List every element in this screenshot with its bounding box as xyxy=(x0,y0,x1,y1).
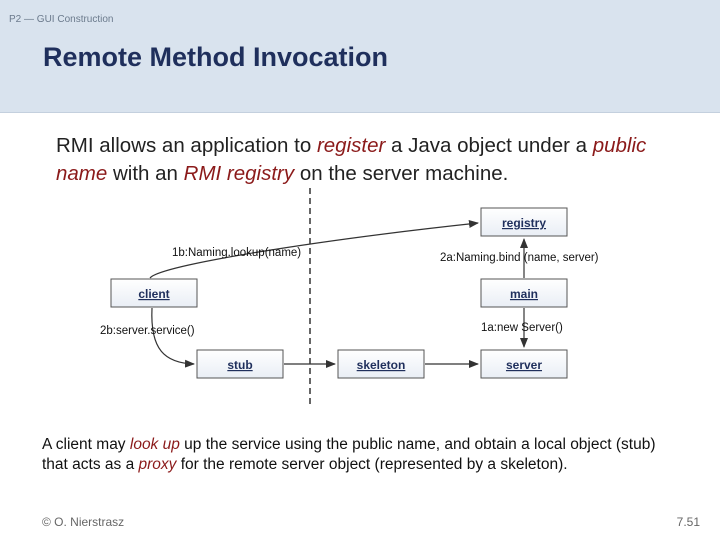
server-box: server xyxy=(480,349,568,379)
body-highlight-look-up: look up xyxy=(129,436,180,453)
client-box-label: client xyxy=(138,287,169,301)
lookup-label: 1b:Naming.lookup(name) xyxy=(172,247,301,259)
slide-title: Remote Method Invocation xyxy=(43,42,389,72)
service-label: 2b:server.service() xyxy=(100,325,195,337)
body-paragraph: A client may look up up the service usin… xyxy=(42,435,682,475)
skeleton-box: skeleton xyxy=(337,349,425,379)
service-arrow xyxy=(151,307,195,368)
bind-label: 2a:Naming.bind (name, server) xyxy=(440,252,599,264)
footer-author: © O. Nierstrasz xyxy=(42,515,125,529)
intro-text-4: on the server machine. xyxy=(294,162,509,185)
main-box-label: main xyxy=(510,287,538,301)
registry-box: registry xyxy=(480,207,568,237)
server-box-label: server xyxy=(506,358,542,372)
body-text-1: A client may xyxy=(42,436,130,453)
new-server-label: 1a:new Server() xyxy=(481,322,563,334)
slide-header: P2 — GUI Construction Remote Method Invo… xyxy=(0,0,720,113)
page-number: 7.51 xyxy=(676,515,700,529)
intro-text-1: RMI allows an application to xyxy=(56,134,317,157)
body-text-3: for the remote server object (represente… xyxy=(176,456,568,473)
lookup-arrow xyxy=(149,219,479,279)
client-box: client xyxy=(110,278,198,308)
intro-highlight-register: register xyxy=(316,134,386,157)
diagram-backdrop xyxy=(96,185,656,211)
intro-paragraph: RMI allows an application to register a … xyxy=(56,132,666,188)
intro-highlight-rmi-registry: RMI registry xyxy=(183,162,295,185)
intro-text-2: a Java object under a xyxy=(385,134,593,157)
registry-box-label: registry xyxy=(502,216,546,230)
intro-highlight-public-name: public name xyxy=(56,134,647,185)
body-text-2: up the service using the public name, an… xyxy=(42,436,656,473)
stub-box-label: stub xyxy=(227,358,252,372)
skeleton-box-label: skeleton xyxy=(357,358,406,372)
rmi-diagram: registry client main stub skeleton serve… xyxy=(96,185,656,407)
breadcrumb: P2 — GUI Construction xyxy=(9,14,114,25)
body-highlight-proxy: proxy xyxy=(138,456,177,473)
main-box: main xyxy=(480,278,568,308)
intro-text-3: with an xyxy=(107,162,184,185)
stub-box: stub xyxy=(196,349,284,379)
